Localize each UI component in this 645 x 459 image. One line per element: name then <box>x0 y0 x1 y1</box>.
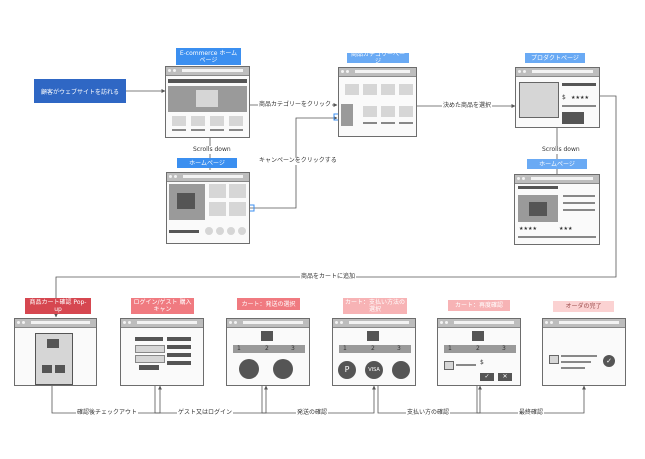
rating-stars-2: ★★★★ <box>519 226 537 232</box>
edge-add-to-cart <box>54 95 617 318</box>
edge-label-click-category: 商品カテゴリーをクリック <box>258 101 333 109</box>
edge-label-checkout: 確認後チェックアウト <box>76 409 139 417</box>
confirm-close-button: ✕ <box>498 373 512 381</box>
cart-payment-wireframe: 1 2 3 P VISA <box>332 318 416 386</box>
edge-label-scrolls-down-1: Scrolls down <box>192 146 232 154</box>
category-wireframe <box>338 67 417 137</box>
cart-icon-5 <box>472 331 484 341</box>
login-guest-title: ログイン/ゲスト 購入キャン <box>131 298 194 314</box>
cart-shipping-title: カート：発送の選択 <box>237 298 300 310</box>
cart-popup-wireframe <box>14 318 97 386</box>
step-2c: 2 <box>476 345 480 352</box>
edge-label-confirm-shipping: 発送の確認 <box>296 409 329 417</box>
product-title: プロダクトページ <box>525 53 585 63</box>
image-icon-2 <box>444 361 454 370</box>
home-wireframe <box>166 172 250 244</box>
order-complete-title: オーダの完了 <box>553 301 614 312</box>
step-1: 1 <box>237 345 241 352</box>
step-1b: 1 <box>343 345 347 352</box>
mastercard-icon <box>392 361 410 379</box>
ecommerce-home-title: E-commerce ホームページ <box>176 48 241 65</box>
step-3: 3 <box>291 345 295 352</box>
visa-icon: VISA <box>365 361 383 379</box>
cart-payment-title: カート：支払い方法の 選択 <box>343 298 407 314</box>
cart-popup-title: 商品カート確認 Pop-up <box>25 298 91 314</box>
edge-label-guest-login: ゲスト又はログイン <box>177 409 234 417</box>
image-icon-3 <box>549 355 559 364</box>
edge-label-scrolls-down-2: Scrolls down <box>541 146 581 154</box>
cart-icon-4 <box>367 331 379 341</box>
step-1c: 1 <box>448 345 452 352</box>
home2-wireframe: ★★★★ ★★★ <box>514 174 600 245</box>
home2-title: ホームページ <box>527 159 587 169</box>
image-icon <box>196 90 218 107</box>
check-button <box>42 365 52 373</box>
cart-icon <box>562 112 584 124</box>
close-button <box>55 365 65 373</box>
dollar-icon-2: $ <box>480 359 484 366</box>
step-2b: 2 <box>371 345 375 352</box>
home-title: ホームページ <box>177 158 237 168</box>
category-title: 商品カテゴリーページ <box>347 51 409 65</box>
cart-reconfirm-title: カート：再度確認 <box>448 300 510 311</box>
login-guest-wireframe <box>120 318 204 386</box>
paypal-icon: P <box>338 361 356 379</box>
cart-icon-3 <box>261 331 273 341</box>
plane-icon <box>273 359 293 379</box>
order-complete-wireframe: ✓ <box>542 318 626 386</box>
edge-label-confirm-payment: 支払い方の確認 <box>406 409 451 417</box>
cart-shipping-wireframe: 1 2 3 <box>226 318 310 386</box>
video-icon-2 <box>529 202 547 216</box>
rating-stars: ★★★★ <box>571 95 589 101</box>
edge-label-final-confirm: 最終確認 <box>518 409 545 417</box>
rating-stars-3: ★★★ <box>559 226 573 232</box>
cart-reconfirm-wireframe: 1 2 3 $ ✓ ✕ <box>437 318 521 386</box>
edge-label-click-campaign: キャンペーンをクリックする <box>258 157 338 165</box>
edge-label-select-product: 決めた商品を選択 <box>442 102 493 110</box>
step-3b: 3 <box>397 345 401 352</box>
product-wireframe: $ ★★★★ <box>515 67 600 128</box>
dollar-icon: $ <box>562 94 566 101</box>
step-3c: 3 <box>502 345 506 352</box>
ecommerce-home-wireframe <box>165 66 250 138</box>
truck-icon <box>239 359 259 379</box>
confirm-check-button: ✓ <box>480 373 494 381</box>
complete-check-icon: ✓ <box>603 355 615 367</box>
step-2: 2 <box>265 345 269 352</box>
edge-label-add-to-cart: 商品をカートに追加 <box>300 273 357 281</box>
cart-icon-2 <box>47 339 59 348</box>
start-node: 顧客がウェブサイトを訪れる <box>34 79 126 103</box>
video-icon <box>177 193 195 209</box>
